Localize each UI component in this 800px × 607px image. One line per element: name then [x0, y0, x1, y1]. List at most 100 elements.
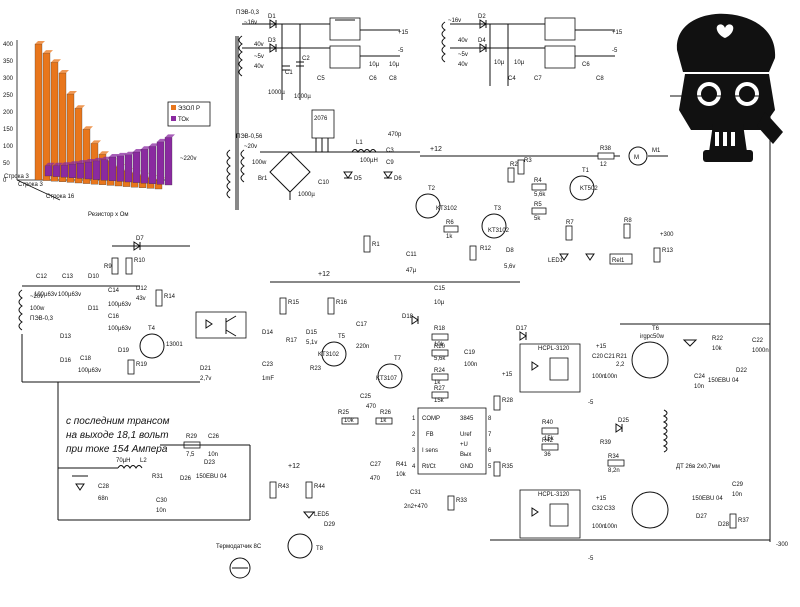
capacitor-c25: C25 470 [360, 394, 377, 410]
chart-y-tick-label: 100 [3, 144, 14, 150]
capacitor-c29: C29 10n [732, 482, 744, 498]
capacitor-c20: C20 100n [592, 354, 605, 380]
chart-y-tick-label: 150 [3, 127, 14, 133]
svg-text:R42: R42 [542, 438, 554, 444]
svg-text:10µ: 10µ [389, 62, 400, 68]
chart-bar [140, 149, 149, 184]
chart-bar [42, 52, 51, 181]
resistor-r22: R22 10k [712, 336, 724, 352]
chart-category-label: Строка 3 [18, 182, 44, 188]
svg-text:12: 12 [600, 162, 607, 168]
transistor-t5: T5 KT3102 [318, 334, 347, 367]
svg-text:C5: C5 [317, 76, 325, 82]
chart-bar-top [43, 50, 53, 54]
output-driver-block: D17 HCPL-3120 +15 -5 C20 100n C21 100n R… [490, 95, 789, 562]
diode-d16: D16 [60, 358, 72, 364]
diode-d19: D19 [118, 348, 130, 354]
svg-text:C13: C13 [62, 274, 74, 280]
chart-bar-top [77, 160, 87, 164]
svg-text:R19: R19 [136, 362, 148, 368]
rail-label: -300 [776, 542, 789, 548]
svg-text:M1: M1 [652, 148, 661, 154]
resistor-r13: R13 [653, 247, 674, 263]
svg-text:15k: 15k [544, 436, 555, 442]
svg-text:HCPL-3120: HCPL-3120 [538, 346, 570, 352]
rail-label: +300 [660, 232, 674, 238]
chart-y-tick-label: 250 [3, 93, 14, 99]
svg-text:1k: 1k [434, 380, 441, 386]
svg-text:R41: R41 [396, 462, 408, 468]
resistor-r39: R39 [600, 440, 612, 446]
led-led5: LED5 [302, 511, 330, 519]
svg-text:C14: C14 [108, 288, 120, 294]
diode-part-label: 150EBU 04 [196, 474, 227, 480]
capacitor-c1: C1 [282, 65, 293, 76]
chart-bar [108, 156, 117, 181]
voltage-label: 40v [458, 38, 468, 44]
svg-text:R16: R16 [336, 300, 348, 306]
svg-text:R22: R22 [712, 336, 724, 342]
svg-text:1: 1 [412, 416, 416, 422]
svg-text:C15: C15 [434, 286, 446, 292]
chart-bar-top [67, 91, 77, 94]
svg-text:68n: 68n [98, 496, 108, 502]
resistor-r6: R6 1k [443, 220, 459, 240]
svg-text:C3: C3 [386, 148, 394, 154]
fan-motor-m1: M M1 [628, 146, 661, 166]
svg-text:10µ: 10µ [434, 300, 445, 306]
svg-text:C25: C25 [360, 394, 372, 400]
resistor-r17: R17 [286, 338, 298, 344]
mains-voltage-label: ~220v [180, 156, 197, 162]
capacitor-c30: C30 10n [156, 498, 168, 514]
winding-label: ПЭВ-0,3 [30, 316, 54, 322]
svg-text:D1: D1 [268, 14, 276, 20]
rail-label: -5 [612, 48, 618, 54]
chart-bar-top [141, 146, 151, 150]
svg-text:C12: C12 [36, 274, 48, 280]
capacitor-c16: C16 100µ63v [108, 314, 131, 332]
svg-text:2076: 2076 [314, 116, 328, 122]
diode-d2: D2 [478, 14, 487, 29]
transformer-winding [441, 21, 446, 63]
svg-text:C20: C20 [592, 354, 604, 360]
svg-text:+U: +U [460, 442, 468, 448]
rail-label: +15 [398, 30, 409, 36]
svg-text:D28: D28 [718, 522, 730, 528]
bridge-rectifier-br1: Br1 [258, 151, 311, 193]
svg-text:KT3102: KT3102 [436, 206, 458, 212]
svg-text:C29: C29 [732, 482, 744, 488]
svg-text:D18: D18 [402, 314, 414, 320]
capacitor-value: 1000µ [268, 90, 285, 96]
svg-text:D8: D8 [506, 248, 514, 254]
annotation-line: с последним трансом [66, 416, 170, 427]
svg-text:100µ63v: 100µ63v [108, 326, 131, 332]
led-led1: LED1 [548, 253, 569, 264]
svg-text:C24: C24 [694, 374, 706, 380]
resistor-r19: R19 [127, 359, 148, 375]
svg-text:C6: C6 [369, 76, 377, 82]
diode-d18: D18 [402, 314, 419, 325]
igbt-t9 [631, 491, 669, 529]
thermistor [229, 557, 251, 579]
chart-bar-top [157, 138, 167, 142]
annotation-note: с последним трансом на выходе 18,1 вольт… [66, 416, 170, 455]
chart-bar-top [109, 154, 119, 157]
svg-text:100n: 100n [592, 374, 605, 380]
chart-y-tick-label: 0 [3, 178, 7, 184]
chart-bar-top [69, 161, 79, 165]
svg-text:R3: R3 [524, 158, 532, 164]
annotation-line: при токе 154 Ампера [66, 444, 168, 455]
svg-text:470: 470 [366, 404, 377, 410]
chart-bar [100, 159, 109, 181]
capacitor-c2: C2 [296, 56, 310, 67]
resistor-r27: R27 15k [431, 386, 449, 404]
transistor-t4: T4 13001 [139, 326, 183, 359]
chart-bar-top [93, 157, 103, 161]
resistor-r24: R24 1k [431, 368, 449, 386]
chart-bar-top [61, 162, 71, 166]
diode-d14: D14 [262, 330, 274, 336]
svg-text:D16: D16 [60, 358, 72, 364]
chart-z-axis [16, 179, 61, 201]
diode-d9 [585, 253, 595, 261]
resistor-r38: R38 12 [597, 146, 615, 168]
